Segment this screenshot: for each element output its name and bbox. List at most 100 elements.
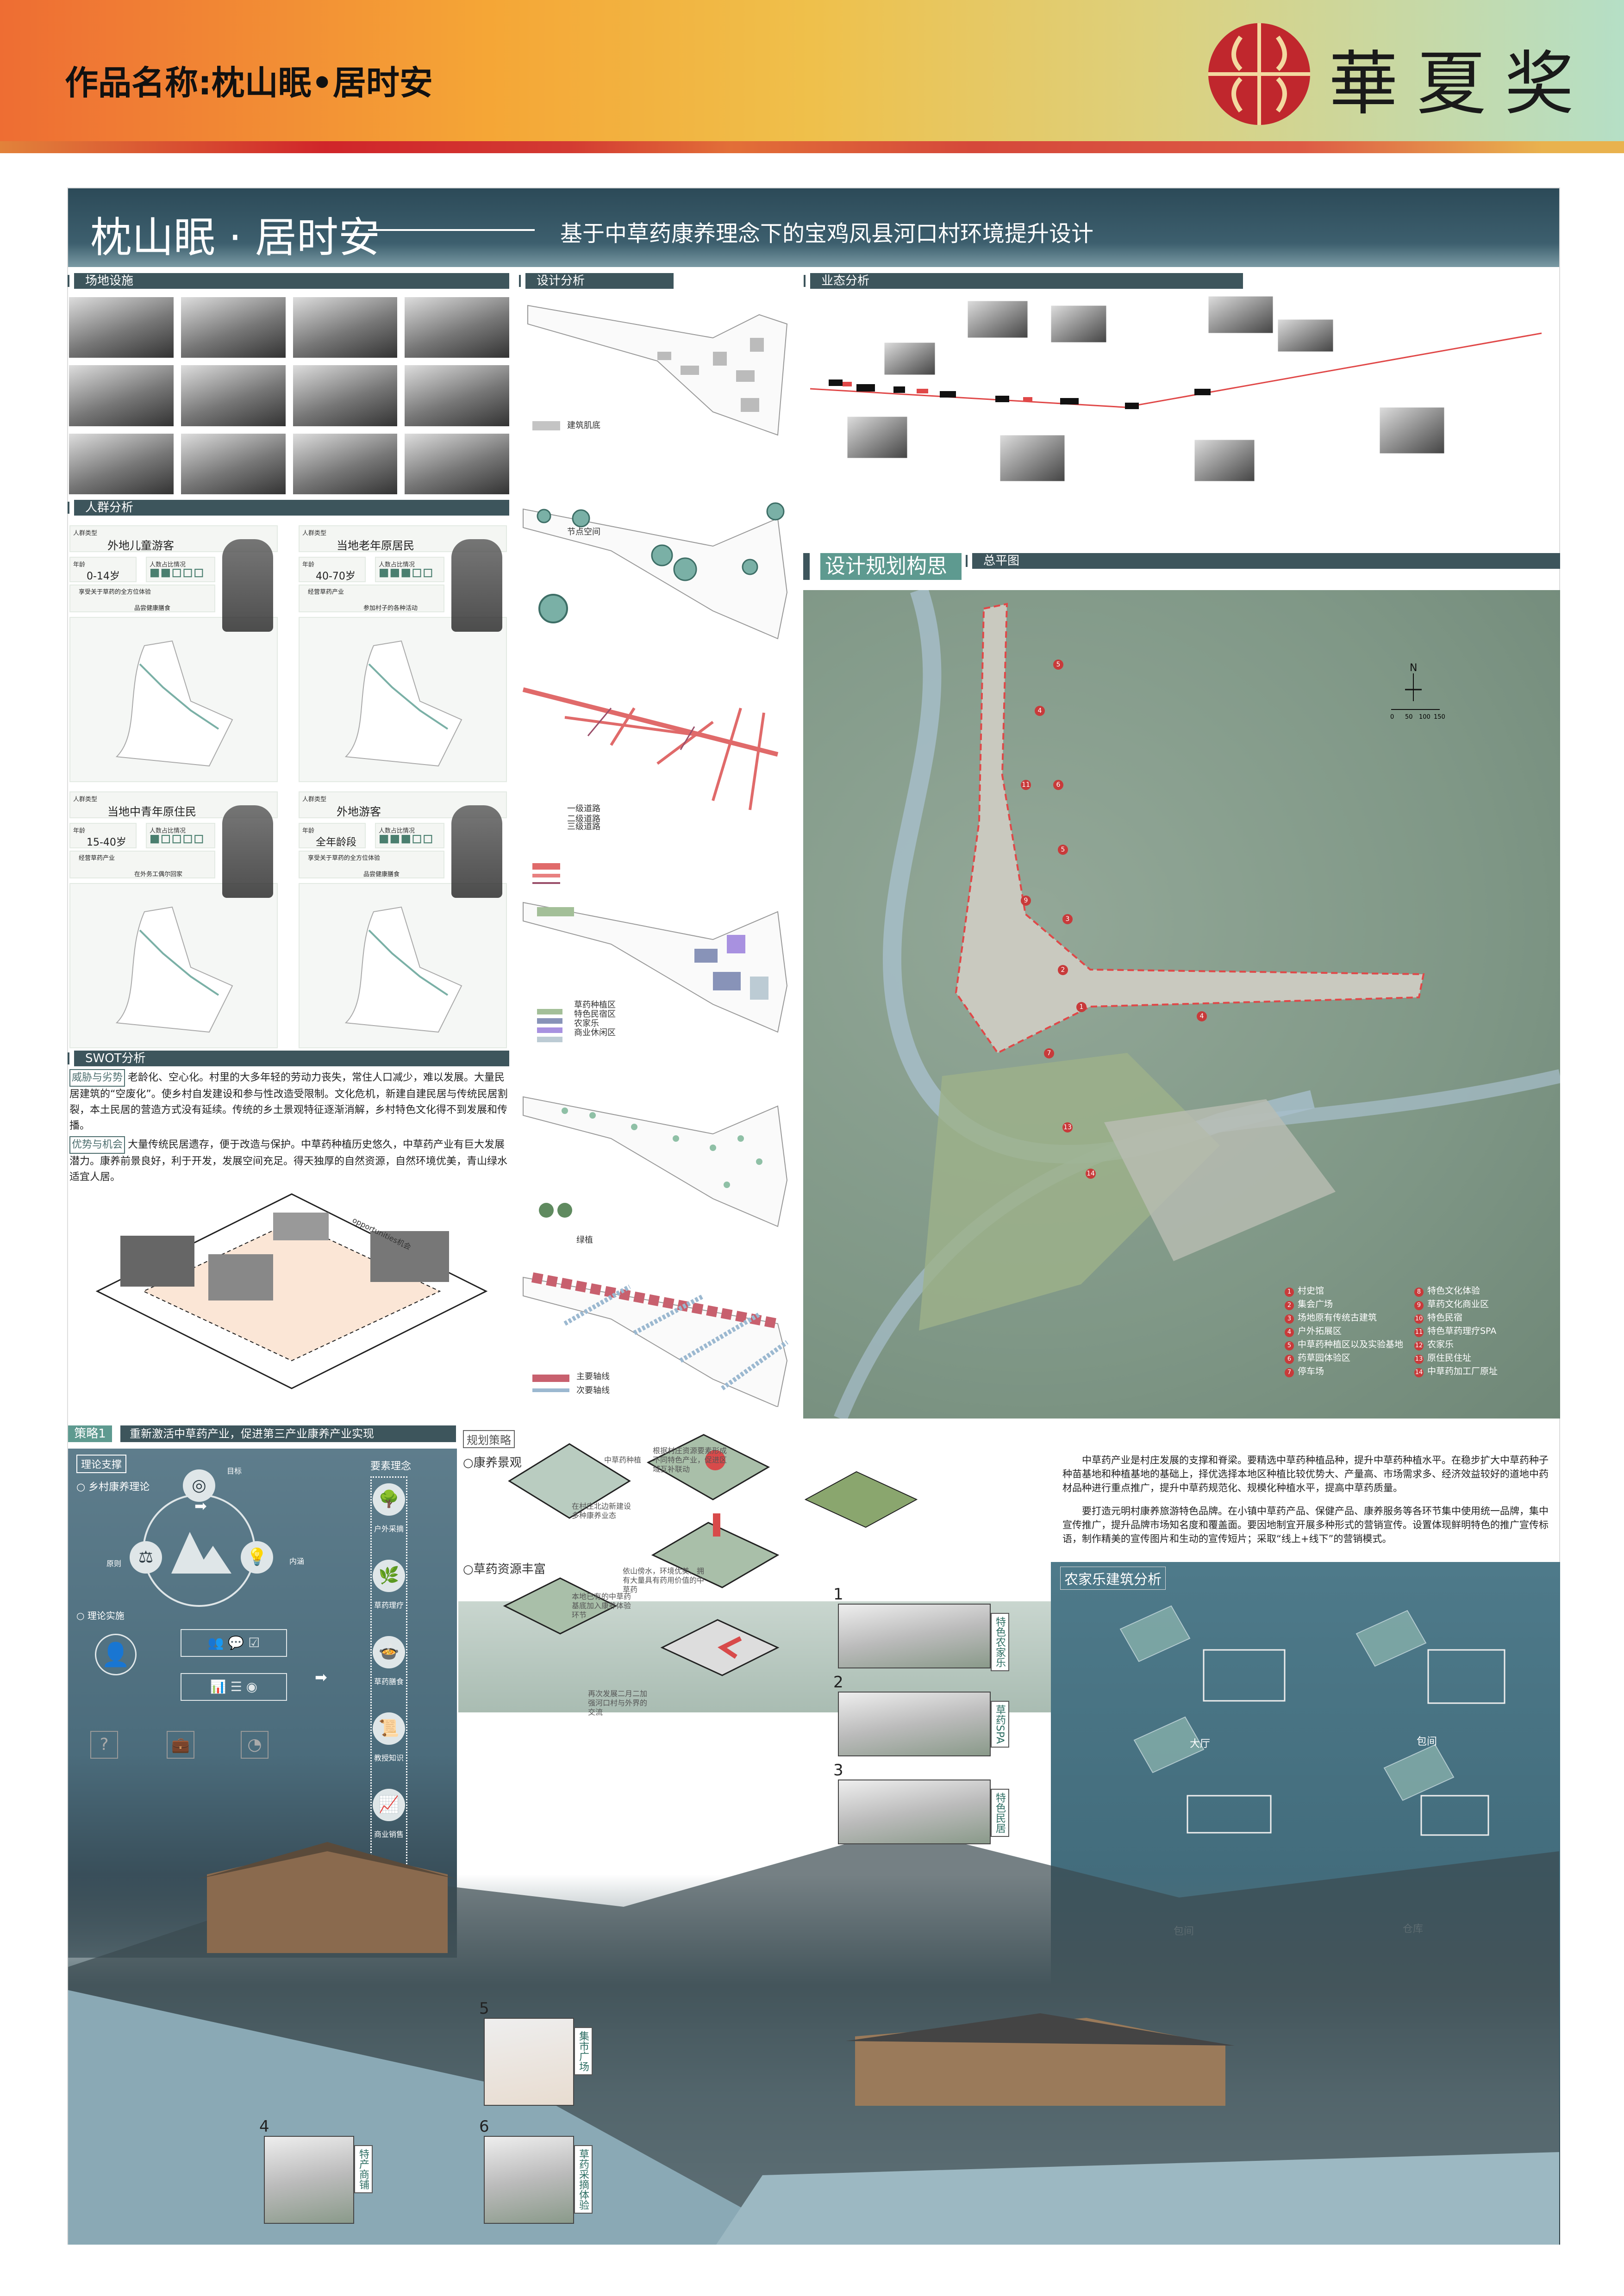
map-marker-4b[interactable]: 4 [1197, 1011, 1207, 1021]
site-photo [68, 296, 175, 359]
paragraph-brand: 要打造元明村康养旅游特色品牌。在小镇中草药产品、保健产品、康养服务等各环节集中使… [1062, 1506, 1549, 1544]
planning-accent [803, 553, 810, 580]
type-label: 人群类型 [73, 530, 98, 537]
section-planning: 设计规划构思 [820, 553, 962, 580]
ratio-square [161, 835, 170, 844]
node-card-1-image[interactable] [838, 1604, 991, 1668]
activity-box [299, 585, 444, 612]
note-herb-base: 本地已有的中草药基底加入康养体验环节 [572, 1592, 631, 1619]
persona-card: 人群类型 外地游客 年龄 全年龄段 人数占比情况 享受关于草药的全方位体验品尝健… [299, 791, 507, 1048]
map-marker-11[interactable]: 11 [1021, 780, 1031, 790]
legend-axis-sub: 次要轴线 [576, 1386, 610, 1395]
legend-zone-4: 商业休闲区 [574, 1028, 616, 1038]
activity-text: 享受关于草药的全方位体验 [79, 589, 151, 596]
map-marker-14[interactable]: 14 [1086, 1169, 1096, 1179]
pie-chart-icon: ◔ [241, 1731, 269, 1759]
map-marker-13[interactable]: 13 [1062, 1122, 1073, 1132]
map-marker-5[interactable]: 5 [1053, 660, 1063, 670]
persona-route-map [69, 617, 278, 782]
node-card-2-image[interactable] [838, 1692, 991, 1756]
legend-green: 绿植 [576, 1235, 593, 1245]
element-icon: 🍲 [373, 1636, 405, 1668]
theory-2: ○ 理论实施 [76, 1610, 125, 1621]
age-value: 全年龄段 [316, 837, 357, 848]
section-site: 场地设施 [74, 273, 509, 289]
legend-text: 集会广场 [1298, 1299, 1333, 1309]
scale-0: 0 [1390, 714, 1394, 721]
site-photo-grid [68, 296, 510, 495]
route-map-shape [115, 906, 233, 1033]
node-card-6-image[interactable] [484, 2136, 574, 2224]
map-marker-6[interactable]: 6 [1053, 780, 1063, 790]
node-number: 5 [479, 1999, 489, 2018]
legend-number: 1 [1285, 1288, 1294, 1297]
activity-list: 享受关于草药的全方位体验品尝健康膳食在大自然中玩乐玩耍 [69, 585, 215, 628]
briefcase-icon: 💼 [167, 1731, 194, 1759]
ratio-box: 人数占比情况 [375, 823, 444, 848]
item-herb-resources: ○草药资源丰富 [463, 1562, 546, 1576]
legend-road-1: 一级道路 [567, 804, 600, 814]
map-marker-1[interactable]: 1 [1076, 1002, 1087, 1012]
node-label: 特色民居 [991, 1789, 1009, 1837]
map-marker-4[interactable]: 4 [1035, 706, 1045, 716]
persona-route-map [299, 617, 507, 782]
section-crowd: 人群分析 [74, 500, 509, 516]
planning-strategy-box: 规划策略 [463, 1430, 515, 1448]
age-label: 年龄 [73, 561, 86, 568]
activity-box [69, 585, 215, 612]
theory-1: ○ 乡村康养理论 [76, 1481, 150, 1493]
master-plan-map: N 0 50 100 150 5 4 6 11 5 9 3 2 1 4 7 13… [803, 590, 1560, 1419]
legend-road-2: 二级道路 [567, 814, 600, 824]
ratio-square [380, 569, 388, 578]
ratio-square [412, 569, 421, 578]
legend-text: 中草药种植区以及实验基地 [1298, 1339, 1404, 1350]
node-card-5-image[interactable] [484, 2018, 574, 2106]
north-label: N [1410, 662, 1417, 674]
node-label: 草药采摘体验 [574, 2145, 593, 2214]
legend-number: 6 [1285, 1355, 1294, 1364]
node-label: 特产商铺 [354, 2145, 373, 2193]
theory-box: 理论支撑 [76, 1455, 127, 1473]
legend-text: 场地原有传统古建筑 [1298, 1313, 1377, 1323]
node-card-4-image[interactable] [264, 2136, 354, 2224]
section-design: 设计分析 [525, 273, 674, 289]
legend-text: 特色文化体验 [1427, 1286, 1480, 1296]
activity-box [69, 851, 215, 878]
ratio-square [401, 835, 410, 844]
person-figure [451, 539, 502, 632]
map-marker-2[interactable]: 2 [1058, 965, 1068, 975]
business-analysis-diagram [810, 296, 1542, 482]
paragraph-herb-industry: 中草药产业是村庄发展的支撑和脊梁。要精选中草药种植品种，提升中草药种植水平。在稳… [1062, 1455, 1549, 1493]
node-number: 1 [833, 1585, 843, 1604]
farmhouse-drawings [1119, 1605, 1505, 1836]
green-diagram [523, 1096, 788, 1227]
age-box: 年龄 全年龄段 [299, 823, 366, 848]
award-logo-text: 華夏奖 [1329, 44, 1593, 124]
map-marker-3[interactable]: 3 [1062, 914, 1073, 924]
opp-label: 优势与机会 [69, 1136, 125, 1154]
map-marker-9[interactable]: 9 [1021, 896, 1031, 906]
legend-number: 8 [1414, 1288, 1424, 1297]
ratio-square [424, 569, 432, 578]
strategy-iso-blocks [503, 1434, 918, 1676]
activity-list: 经营草药产业参加村子的各种活动空闲时间休息与闲谈 [299, 585, 444, 628]
activity-box [299, 851, 444, 878]
legend-number: 3 [1285, 1314, 1294, 1324]
route-map-shape [344, 640, 462, 767]
node-number: 4 [259, 2117, 269, 2136]
node-card-3-image[interactable] [838, 1780, 991, 1844]
legend-number: 7 [1285, 1368, 1294, 1377]
site-photo [404, 364, 510, 427]
activity-text: 参加村子的各种活动 [363, 605, 418, 612]
map-marker-5b[interactable]: 5 [1058, 845, 1068, 855]
elements-title: 要素理念 [370, 1461, 412, 1472]
site-photo [180, 364, 287, 427]
map-marker-7[interactable]: 7 [1044, 1048, 1054, 1058]
activity-list: 享受关于草药的全方位体验品尝健康膳食欣赏自然风光与草药美景 [299, 851, 444, 894]
building-footprint-diagram [527, 305, 788, 436]
element-icon: 📈 [373, 1789, 405, 1821]
legend-number: 12 [1414, 1341, 1424, 1350]
